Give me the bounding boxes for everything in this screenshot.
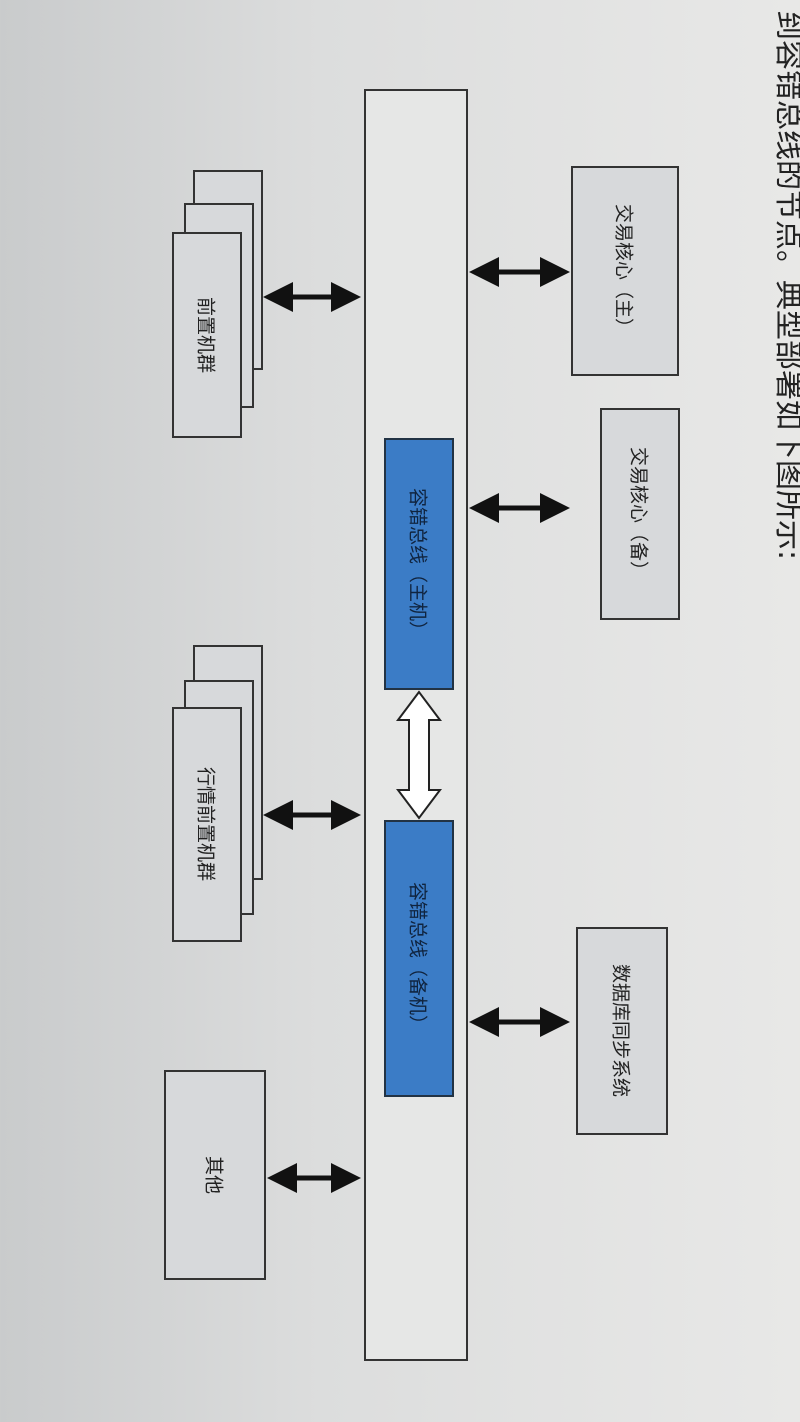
node-label: 交易核心（主） [612,204,635,338]
node-front-cluster: 前置机群 [172,232,242,438]
node-label: 前置机群 [194,296,217,373]
node-trade-core-primary: 交易核心（主） [571,166,679,376]
node-bus-backup: 容错总线（备机） [384,820,454,1097]
node-other: 其他 [164,1070,266,1280]
node-market-front-cluster: 行情前置机群 [172,707,242,942]
node-label: 其他 [202,1155,225,1194]
node-label: 交易核心（备） [627,447,650,581]
node-db-sync: 数据库同步系统 [576,927,668,1135]
node-label: 容错总线（备机） [406,882,429,1035]
node-label: 容错总线（主机） [406,487,429,640]
node-trade-core-backup: 交易核心（备） [600,408,680,620]
arrow-bus-sync [396,690,442,820]
node-label: 数据库同步系统 [609,964,632,1098]
node-label: 行情前置机群 [194,767,217,882]
node-bus-primary: 容错总线（主机） [384,438,454,690]
caption-text: 到容错总线的节点。典型部署如下图所示: [771,10,800,561]
